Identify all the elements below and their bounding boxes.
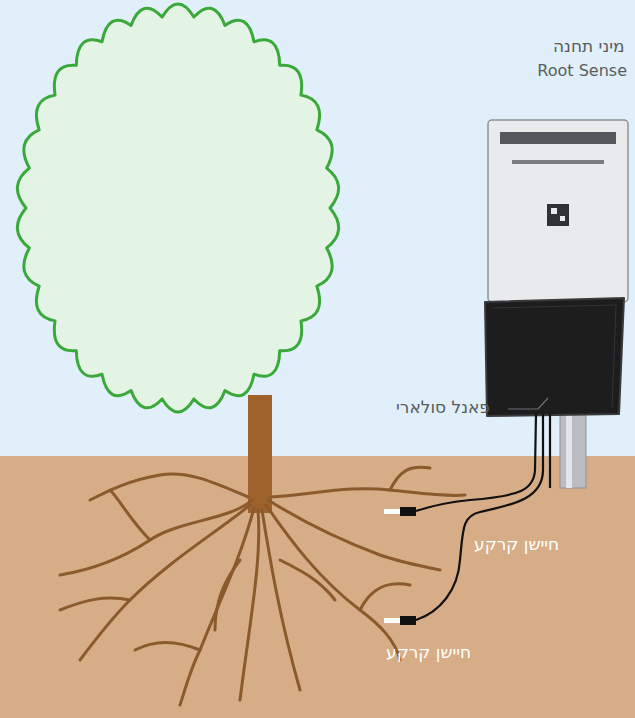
soil-sensor bbox=[400, 507, 416, 516]
sky bbox=[0, 0, 635, 456]
soil bbox=[0, 456, 635, 718]
leader-line bbox=[508, 398, 548, 409]
qr-detail bbox=[560, 216, 565, 221]
housing-marking bbox=[512, 160, 604, 164]
part-label: חיישן קרקע bbox=[474, 534, 559, 554]
canopy bbox=[17, 4, 338, 412]
station-title: מיני תחנה bbox=[553, 36, 625, 56]
solar-panel bbox=[485, 298, 624, 416]
qr-detail bbox=[551, 208, 557, 214]
wires bbox=[416, 414, 550, 620]
part-label: פאנל סולארי bbox=[396, 397, 490, 417]
qr-code bbox=[547, 204, 569, 226]
roots bbox=[60, 467, 465, 705]
soil-sensor bbox=[400, 616, 416, 625]
trunk bbox=[248, 395, 272, 513]
part-label: חיישן קרקע bbox=[386, 642, 471, 662]
station-housing bbox=[488, 120, 628, 302]
tree-canopy bbox=[17, 4, 338, 412]
station-name: Root Sense bbox=[537, 61, 627, 80]
sensor-tip bbox=[384, 509, 400, 514]
housing-logo-band bbox=[500, 132, 616, 144]
pole-highlight bbox=[566, 405, 572, 488]
panel-edge bbox=[492, 305, 616, 408]
sensor-tip bbox=[384, 618, 400, 623]
pole bbox=[560, 405, 586, 488]
